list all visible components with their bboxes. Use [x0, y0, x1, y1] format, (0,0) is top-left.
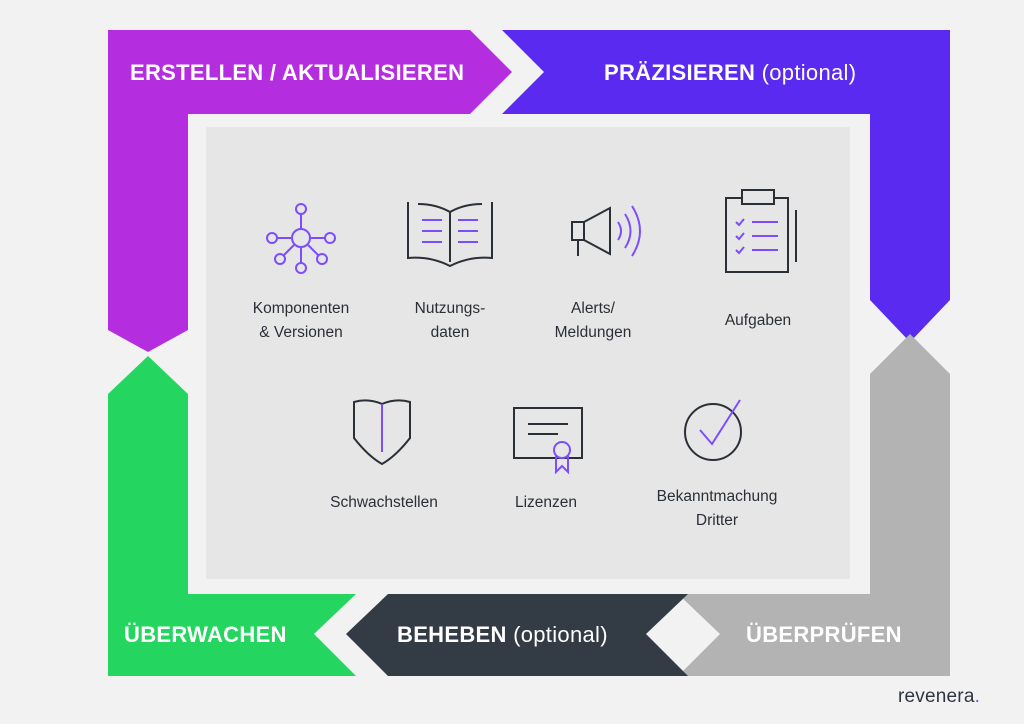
- item-label-licenses: Lizenzen: [514, 494, 578, 511]
- stage-review-title: ÜBERPRÜFEN: [746, 622, 902, 647]
- certificate-icon: [513, 407, 583, 475]
- revenera-logo: revenera.: [898, 686, 981, 707]
- stage-review-label: ÜBERPRÜFEN: [746, 622, 902, 648]
- item-label-third-party-notices: Bekanntmachung Dritter: [656, 488, 778, 529]
- stage-fix-shape: [346, 594, 688, 676]
- item-label-alerts: Alerts/ Meldungen: [554, 300, 632, 341]
- stage-fix-suffix: (optional): [513, 622, 608, 647]
- item-label-components: Komponenten & Versionen: [252, 300, 350, 341]
- megaphone-icon: [571, 205, 641, 257]
- stage-fix-title: BEHEBEN: [397, 622, 507, 647]
- open-book-icon: [407, 202, 493, 268]
- stage-monitor-shape: [108, 356, 356, 676]
- stage-create-title: ERSTELLEN / AKTUALISIEREN: [130, 60, 465, 85]
- stage-fix-label: BEHEBEN (optional): [397, 622, 608, 648]
- stage-refine-suffix: (optional): [761, 60, 857, 85]
- stage-refine-title: PRÄZISIEREN: [604, 60, 756, 85]
- shield-icon: [353, 399, 411, 466]
- stage-review-shape: [678, 334, 950, 676]
- item-label-vulnerabilities: Schwachstellen: [330, 494, 438, 511]
- stage-refine-shape: [502, 30, 950, 342]
- stage-create-label: ERSTELLEN / AKTUALISIEREN: [130, 60, 464, 86]
- clipboard-checklist-icon: [725, 189, 797, 273]
- stage-refine-label: PRÄZISIEREN (optional): [604, 60, 856, 86]
- stage-monitor-title: ÜBERWACHEN: [124, 622, 287, 647]
- item-label-usage-data: Nutzungs- daten: [414, 300, 486, 341]
- stage-create-shape: [108, 30, 512, 352]
- check-circle-icon: [684, 399, 742, 461]
- network-icon: [266, 203, 336, 274]
- stage-monitor-label: ÜBERWACHEN: [124, 622, 287, 648]
- logo-text: revenera: [898, 686, 975, 707]
- item-label-tasks: Aufgaben: [724, 312, 792, 329]
